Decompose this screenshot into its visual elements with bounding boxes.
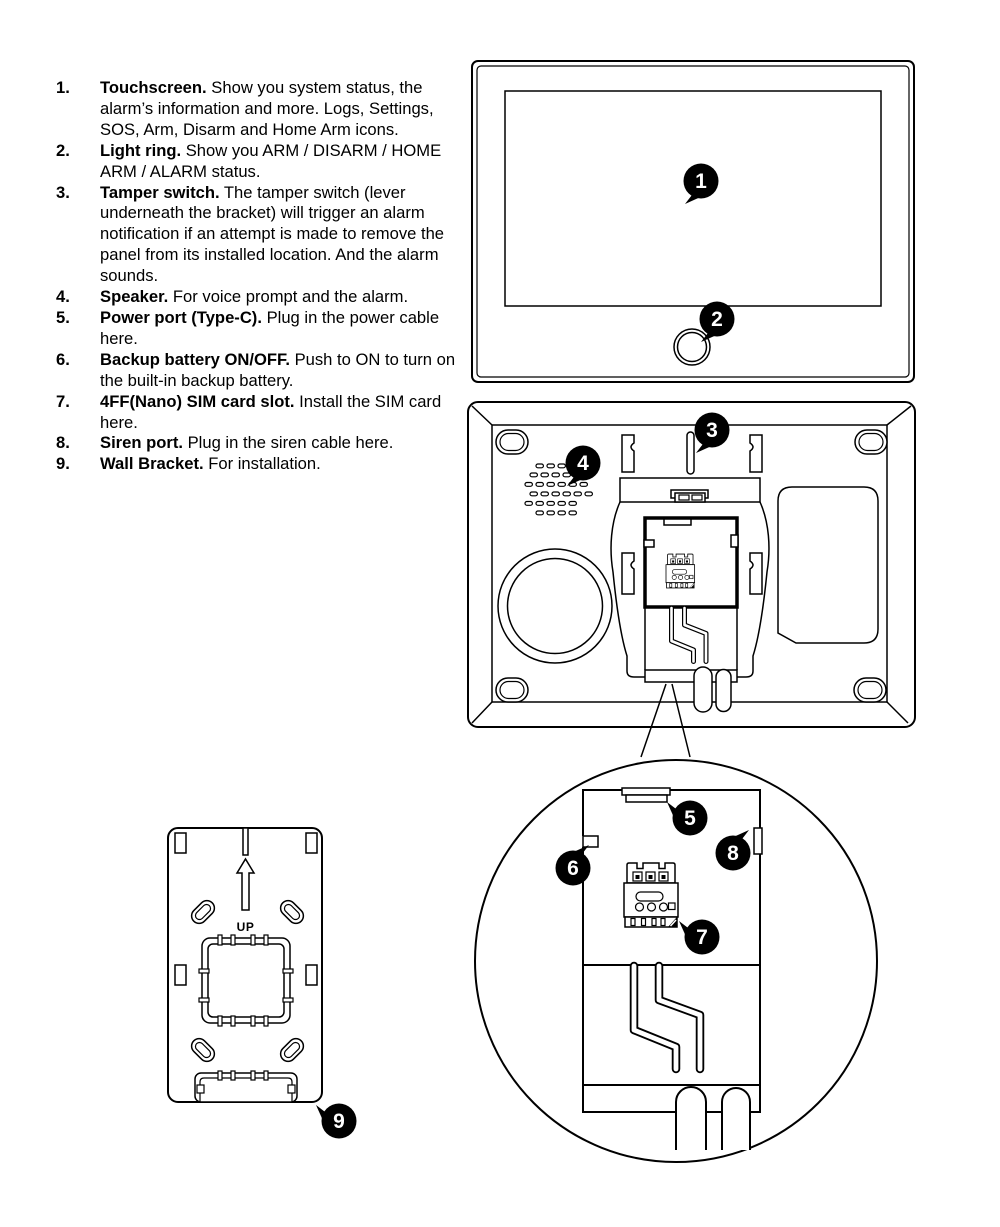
front-panel-outline	[471, 60, 915, 383]
legend-item-text: 4FF(Nano) SIM card slot. Install the SIM…	[100, 392, 456, 434]
bracket-bottom-bar	[194, 1070, 298, 1103]
battery-switch	[582, 835, 599, 848]
callout-7-label: 7	[696, 926, 708, 949]
legend-item-title: Touchscreen.	[100, 78, 207, 97]
central-recess	[610, 477, 770, 713]
legend-item: 9. Wall Bracket. For installation.	[56, 454, 456, 475]
legend-item-text: Tamper switch. The tamper switch (lever …	[100, 183, 456, 288]
legend-item-title: 4FF(Nano) SIM card slot.	[100, 391, 295, 411]
legend-item-text: Wall Bracket. For installation.	[100, 454, 456, 475]
battery-door	[777, 486, 879, 644]
legend-item-number: 2.	[56, 140, 70, 160]
light-ring-button	[673, 328, 711, 366]
callout-6-label: 6	[567, 857, 579, 880]
back-view-diagram: 3 4	[467, 401, 916, 728]
callout-1-label: 1	[695, 170, 707, 193]
callout-3-marker: 3	[694, 412, 730, 453]
callout-5-marker: 5	[667, 800, 708, 836]
legend-item: 7. 4FF(Nano) SIM card slot. Install the …	[56, 392, 456, 434]
cable-wire	[693, 666, 713, 713]
up-arrow-icon	[235, 857, 256, 911]
screw-hole	[190, 1037, 216, 1063]
legend-item-title: Power port (Type-C).	[100, 307, 262, 327]
zoom-funnel-lines	[640, 683, 691, 758]
sim-card-slot-large	[623, 862, 679, 928]
legend-item-description: Plug in the siren cable here.	[187, 433, 394, 453]
screw-hole	[190, 899, 216, 925]
screw-hole	[279, 899, 305, 925]
legend-item-number: 8.	[56, 433, 70, 453]
screw-hole	[279, 1037, 305, 1063]
legend-item: 2. Light ring. Show you ARM / DISARM / H…	[56, 141, 456, 183]
callout-2-marker: 2	[699, 301, 735, 342]
callout-4-marker: 4	[565, 445, 601, 486]
legend-item-title: Siren port.	[100, 433, 183, 453]
up-label: UP	[237, 920, 255, 934]
callout-2-label: 2	[711, 308, 723, 331]
callout-4-label: 4	[577, 452, 589, 475]
back-panel-outline	[467, 401, 916, 728]
callout-1-marker: 1	[683, 163, 719, 204]
legend-item-number: 9.	[56, 454, 70, 474]
legend-item: 5. Power port (Type-C). Plug in the powe…	[56, 308, 456, 350]
cable-wire	[721, 1087, 751, 1150]
wall-bracket-diagram: UP 9	[167, 827, 357, 1139]
legend-item-description: Push to ON to turn on the built-in backu…	[100, 349, 456, 390]
legend-item-description: Install the SIM card here.	[100, 391, 442, 432]
legend-item-number: 3.	[56, 182, 70, 202]
legend-item-text: Power port (Type-C). Plug in the power c…	[100, 308, 456, 350]
siren-port	[753, 827, 763, 855]
legend-item-description: Plug in the power cable here.	[100, 307, 440, 348]
sim-compartment	[643, 516, 739, 609]
legend-item-description: For installation.	[208, 454, 321, 474]
legend-item-number: 1.	[56, 78, 70, 97]
callout-8-marker: 8	[715, 830, 751, 871]
legend-item-description: For voice prompt and the alarm.	[172, 287, 409, 307]
legend-item: 6. Backup battery ON/OFF. Push to ON to …	[56, 350, 456, 392]
cable-wire	[715, 668, 732, 713]
legend-item: 8. Siren port. Plug in the siren cable h…	[56, 433, 456, 454]
legend-item-title: Speaker.	[100, 287, 169, 307]
legend-item-text: Light ring. Show you ARM / DISARM / HOME…	[100, 141, 456, 183]
legend-item-number: 5.	[56, 307, 70, 327]
legend-item-title: Light ring.	[100, 140, 182, 160]
bracket-hooks	[621, 434, 763, 595]
power-port	[621, 787, 671, 796]
legend-item-title: Tamper switch.	[100, 182, 220, 202]
legend-item-description: Show you system status, the alarm’s info…	[100, 78, 434, 139]
callout-5-label: 5	[684, 807, 696, 830]
callout-9-marker: 9	[316, 1103, 357, 1139]
callout-6-marker: 6	[555, 845, 591, 886]
legend-item-number: 7.	[56, 391, 70, 411]
parts-legend: 1. Touchscreen. Show you system status, …	[56, 78, 456, 475]
legend-item-text: Siren port. Plug in the siren cable here…	[100, 433, 456, 454]
legend-item-description: The tamper switch (lever underneath the …	[100, 182, 445, 286]
legend-item-description: Show you ARM / DISARM / HOME ARM / ALARM…	[100, 140, 442, 181]
legend-item-title: Backup battery ON/OFF.	[100, 349, 290, 369]
callout-7-marker: 7	[679, 919, 720, 955]
legend-item-number: 6.	[56, 349, 70, 369]
front-view-diagram: 1 2	[471, 60, 915, 383]
callout-8-label: 8	[727, 842, 739, 865]
legend-item-title: Wall Bracket.	[100, 454, 204, 474]
hanging-slot	[242, 827, 249, 856]
siren-opening	[497, 548, 613, 664]
cable-wire	[675, 1086, 707, 1150]
callout-3-label: 3	[706, 419, 718, 442]
legend-item-number: 4.	[56, 287, 70, 307]
corner-boss	[495, 429, 888, 703]
legend-item-text: Touchscreen. Show you system status, the…	[100, 78, 456, 141]
legend-item: 1. Touchscreen. Show you system status, …	[56, 78, 456, 141]
legend-item-text: Backup battery ON/OFF. Push to ON to tur…	[100, 350, 456, 392]
touchscreen-area	[504, 90, 882, 307]
tamper-switch-lever	[686, 431, 695, 475]
callout-9-label: 9	[333, 1110, 345, 1133]
legend-item: 4. Speaker. For voice prompt and the ala…	[56, 287, 456, 308]
bracket-center-square	[198, 934, 294, 1027]
zoom-detail-diagram: 5 6 7 8	[474, 759, 878, 1163]
legend-item-text: Speaker. For voice prompt and the alarm.	[100, 287, 456, 308]
legend-item: 3. Tamper switch. The tamper switch (lev…	[56, 183, 456, 288]
sim-card-slot-small	[665, 553, 696, 589]
